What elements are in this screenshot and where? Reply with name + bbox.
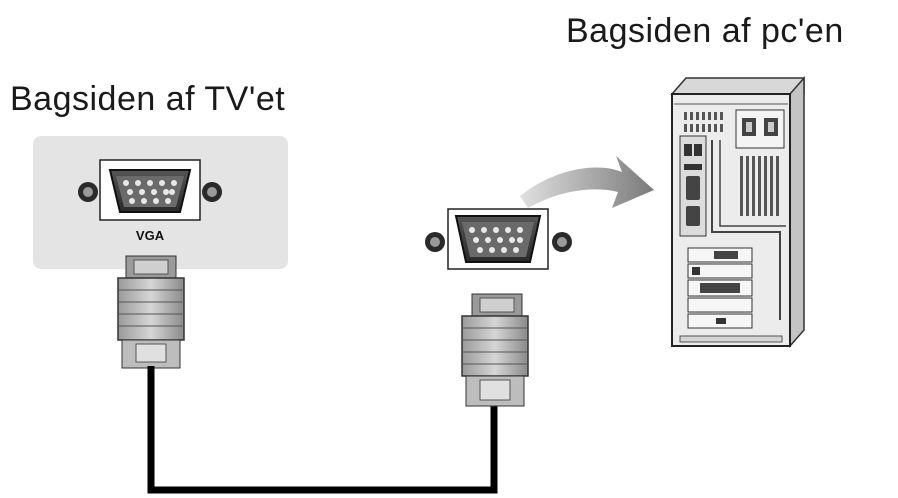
connector-screw-right [552,232,572,252]
pc-power-supply [735,109,785,149]
connector-screw-left [425,232,445,252]
vga-cable [147,366,498,494]
tv-side-vga-plug [117,255,185,369]
tv-port-screw-right [202,182,222,202]
curved-arrow-icon [520,156,654,208]
pc-top-vents [684,112,723,132]
tv-vga-port: VGA [78,159,222,243]
pc-back-heading: Bagsiden af pc'en [566,12,844,50]
tv-back-heading: Bagsiden af TV'et [10,80,286,118]
pc-side-vga-plug [461,293,529,407]
pc-cable-guide [711,140,781,320]
cable-vga-connector [425,208,572,270]
pc-tower [670,76,805,348]
pc-io-panel [679,135,707,237]
vga-port-label: VGA [136,228,165,243]
pc-side-vents [740,156,779,216]
tv-port-screw-left [78,182,98,202]
pc-expansion-slots [687,247,753,329]
